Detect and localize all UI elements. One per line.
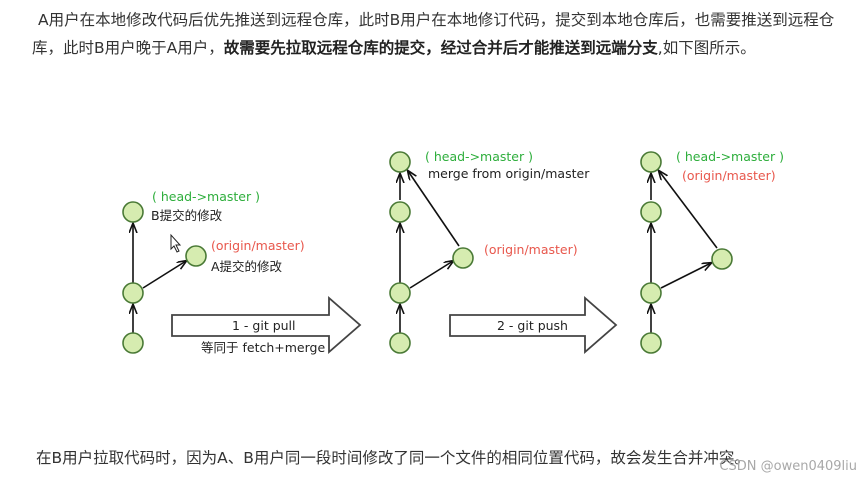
- a-commit-label: A提交的修改: [211, 259, 283, 274]
- intro-text: A用户在本地修改代码后优先推送到远程仓库，此时B用户在本地修订代码，提交到本地仓…: [32, 11, 835, 57]
- git-pull-arrow: 1 - git pull 等同于 fetch+merge: [171, 296, 362, 355]
- merge-label: merge from origin/master: [428, 166, 590, 181]
- right-commit-graph: ( head->master ) (origin/master): [640, 149, 784, 354]
- origin-master-label: (origin/master): [211, 238, 305, 253]
- commit-node: [640, 282, 662, 304]
- merge-commit-node: [640, 151, 662, 173]
- commit-node: [122, 282, 144, 304]
- git-pull-label: 1 - git pull: [232, 318, 296, 333]
- head-master-label: ( head->master ): [152, 189, 260, 204]
- commit-node: [640, 332, 662, 354]
- git-push-arrow: 2 - git push: [449, 296, 618, 354]
- intro-bold-text: 故需要先拉取远程仓库的提交，经过合并后才能推送到远端分支: [223, 39, 658, 57]
- edge-right-4: [660, 263, 711, 289]
- commit-node: [711, 248, 733, 270]
- conclusion-paragraph: 在B用户拉取代码时，因为A、B用户同一段时间修改了同一个文件的相同位置代码，故会…: [36, 449, 750, 467]
- commit-node: [389, 332, 411, 354]
- intro-paragraph: A用户在本地修改代码后优先推送到远程仓库，此时B用户在本地修订代码，提交到本地仓…: [32, 6, 862, 62]
- edge-mid-merge: [408, 171, 460, 247]
- b-commit-label: B提交的修改: [151, 208, 223, 223]
- edge-left-3: [142, 261, 186, 289]
- commit-node-b: [122, 201, 144, 223]
- origin-master-label: (origin/master): [682, 168, 776, 183]
- left-commit-graph: ( head->master ) B提交的修改 (origin/master) …: [122, 189, 305, 354]
- head-master-label: ( head->master ): [425, 149, 533, 164]
- fetch-merge-label: 等同于 fetch+merge: [201, 340, 325, 355]
- merge-commit-node: [389, 151, 411, 173]
- origin-master-label: (origin/master): [484, 242, 578, 257]
- edge-mid-4: [409, 261, 453, 289]
- commit-node: [640, 201, 662, 223]
- edge-right-merge: [659, 171, 718, 249]
- git-push-label: 2 - git push: [497, 318, 568, 333]
- commit-node: [389, 201, 411, 223]
- watermark: CSDN @owen0409liu: [719, 459, 857, 474]
- intro-text-end: ,如下图所示。: [657, 39, 756, 57]
- commit-node: [452, 247, 474, 269]
- commit-node: [389, 282, 411, 304]
- head-master-label: ( head->master ): [676, 149, 784, 164]
- commit-node-a: [185, 245, 207, 267]
- middle-commit-graph: ( head->master ) merge from origin/maste…: [389, 149, 590, 354]
- mouse-cursor-icon: [170, 233, 182, 253]
- commit-node: [122, 332, 144, 354]
